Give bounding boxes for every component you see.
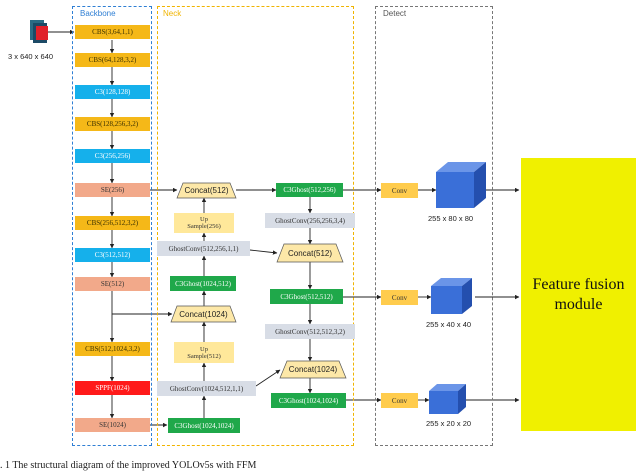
backbone-block-11: SPPF(1024) (75, 381, 150, 395)
detect-title: Detect (383, 9, 407, 18)
concat-shape-4 (279, 360, 347, 379)
upsample-1: Up Sample(256) (174, 213, 234, 233)
concat-shape-1 (176, 182, 237, 199)
backbone-frame (72, 6, 152, 446)
backbone-block-4: CBS(128,256,3,2) (75, 117, 150, 131)
concat-1: Concat(512) (184, 186, 229, 195)
figure-caption: . 1 The structural diagram of the improv… (0, 460, 257, 471)
detect-conv-1: Conv (381, 183, 418, 198)
c3ghost-1: C3Ghost(1024,512) (170, 276, 236, 291)
backbone-block-3: C3(128,128) (75, 85, 150, 99)
ghostconv-2: GhostConv(1024,512,1,1) (157, 381, 256, 396)
concat-3: Concat(512) (287, 248, 333, 258)
detect-frame (375, 6, 493, 446)
c3ghost-2: C3Ghost(1024,1024) (168, 418, 240, 433)
neck-title: Neck (163, 9, 182, 18)
backbone-block-2: CBS(64,128,3,2) (75, 53, 150, 67)
backbone-block-6: SE(256) (75, 183, 150, 197)
input-size-label: 3 x 640 x 640 (8, 52, 54, 61)
input-image-icon (30, 20, 48, 43)
output-dim-3: 255 x 20 x 20 (426, 419, 472, 428)
backbone-block-10: CBS(512,1024,3,2) (75, 342, 150, 356)
concat-4: Concat(1024) (288, 365, 338, 374)
c3ghost-4: C3Ghost(512,512) (270, 289, 343, 304)
concat-2: Concat(1024) (179, 309, 228, 319)
detect-conv-2: Conv (381, 290, 418, 305)
detect-conv-3: Conv (381, 393, 418, 408)
c3ghost-5: C3Ghost(1024,1024) (271, 393, 346, 408)
upsample-2: Up Sample(512) (174, 342, 234, 363)
output-dim-1: 255 x 80 x 80 (428, 214, 474, 223)
ghostconv-1: GhostConv(512,256,1,1) (157, 241, 250, 256)
ghostconv-4: GhostConv(512,512,3,2) (265, 324, 355, 339)
backbone-block-1: CBS(3,64,1,1) (75, 25, 150, 39)
ffm-label: Feature fusion module (532, 275, 625, 313)
concat-shape-3 (170, 305, 237, 323)
c3ghost-3: C3Ghost(512,256) (276, 183, 343, 197)
output-cube-small (429, 384, 466, 414)
output-dim-2: 255 x 40 x 40 (426, 320, 472, 329)
backbone-title: Backbone (80, 9, 116, 18)
backbone-block-5: C3(256,256) (75, 149, 150, 163)
feature-fusion-module: Feature fusion module (521, 158, 636, 431)
ghostconv-3: GhostConv(256,256,3,4) (265, 213, 355, 228)
output-cube-large (436, 162, 486, 208)
backbone-block-9: SE(512) (75, 277, 150, 291)
concat-shape-2 (276, 243, 344, 263)
backbone-block-12: SE(1024) (75, 418, 150, 432)
output-cube-medium (431, 278, 472, 314)
backbone-block-7: CBS(256,512,3,2) (75, 216, 150, 230)
backbone-block-8: C3(512,512) (75, 248, 150, 262)
